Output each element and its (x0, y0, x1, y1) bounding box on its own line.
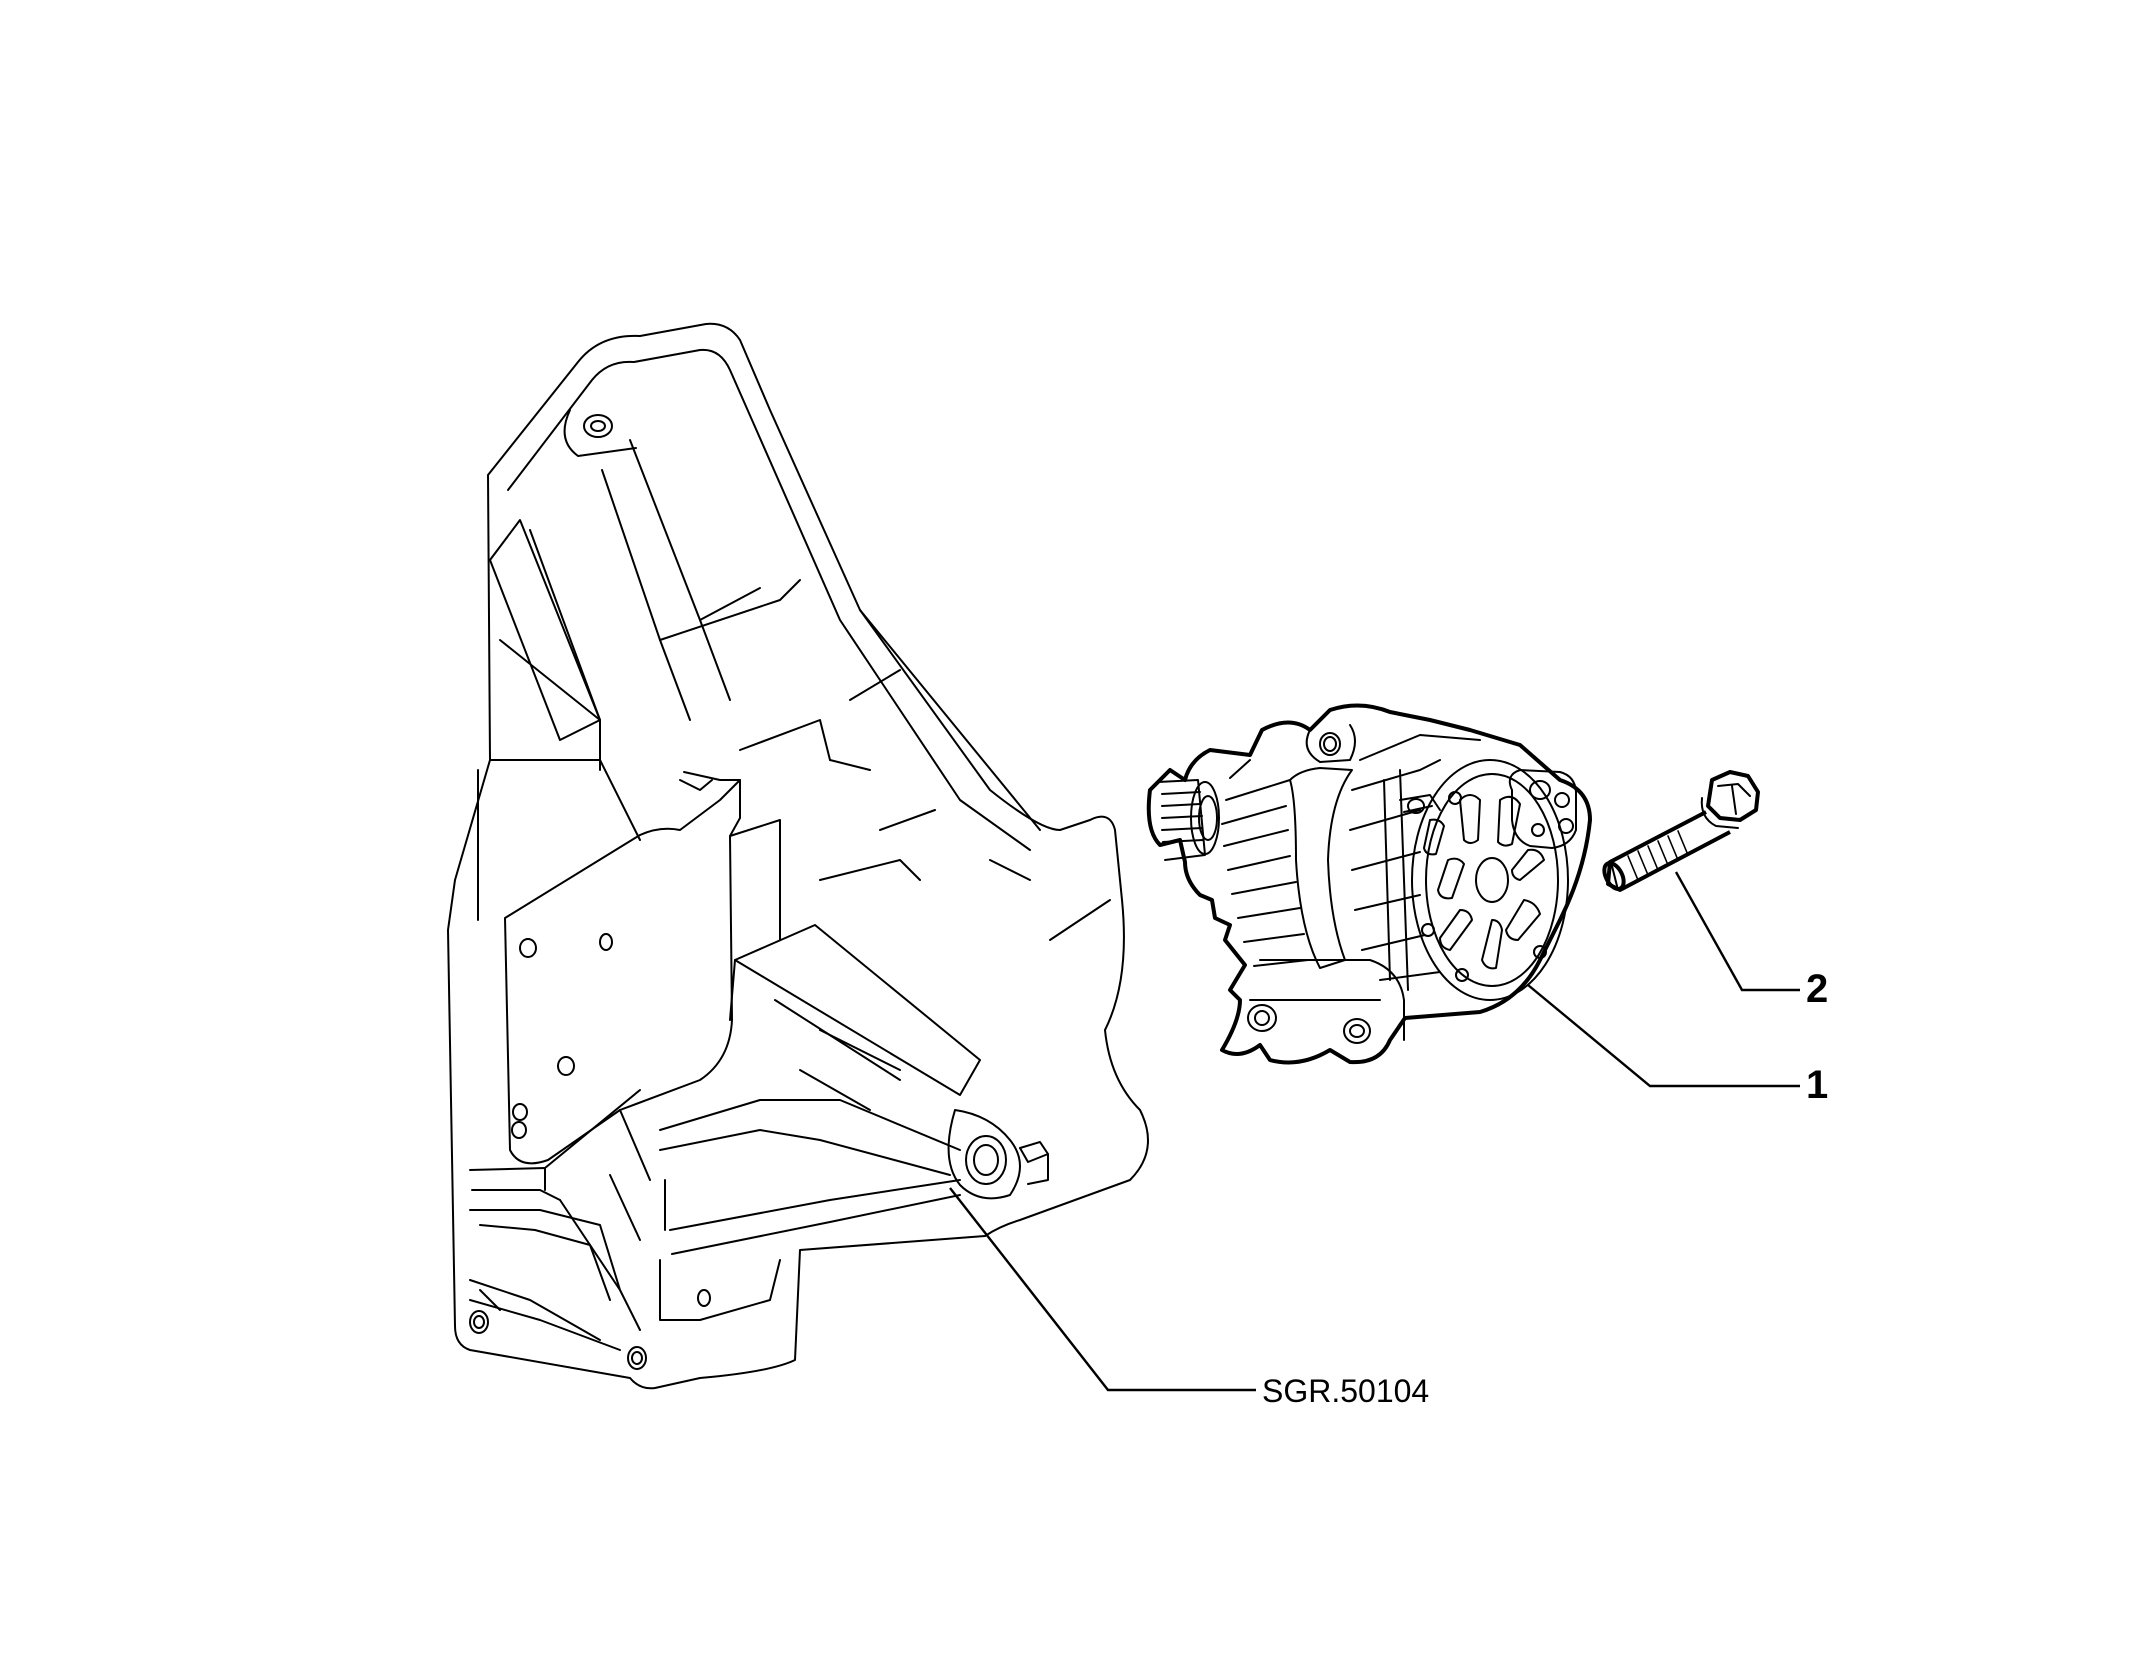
callout-label-part-1: 1 (1806, 1063, 1828, 1107)
mounting-bolt (1602, 770, 1760, 892)
leader-line-part-2 (1674, 871, 1800, 992)
callout-label-part-2: 2 (1806, 967, 1828, 1011)
callout-label-bracket-ref: SGR.50104 (1262, 1373, 1429, 1409)
leader-line-bracket (949, 1187, 1256, 1392)
leader-line-part-1 (1527, 984, 1800, 1088)
alternator-mounting-bracket (447, 322, 1149, 1390)
leader-lines (949, 871, 1800, 1392)
alternator (1146, 703, 1592, 1065)
